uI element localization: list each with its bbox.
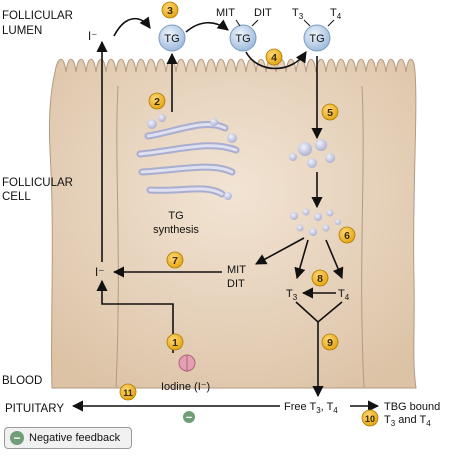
step-badge-6: 6 bbox=[338, 226, 356, 244]
lysosome-8 bbox=[335, 219, 341, 225]
cell-label-line2: CELL bbox=[2, 191, 31, 203]
iodide-to-tg-arrow bbox=[113, 16, 151, 37]
negative-feedback-symbol-text: − bbox=[186, 412, 192, 424]
t4-tick bbox=[327, 19, 335, 27]
lysosome-1 bbox=[290, 212, 298, 220]
tg-sphere-1-label: TG bbox=[164, 33, 179, 45]
tg-sphere-3 bbox=[303, 24, 331, 52]
step-badge-11: 11 bbox=[119, 383, 137, 401]
tg-sphere-3-label: TG bbox=[309, 33, 324, 45]
negative-feedback-symbol bbox=[183, 411, 195, 423]
iodine-label: Iodine (I⁻) bbox=[161, 381, 210, 393]
iodide-uptake-arrow bbox=[96, 279, 174, 353]
lysosome-6 bbox=[309, 228, 317, 236]
tg-sphere-2-label: TG bbox=[235, 33, 250, 45]
svg-text:9: 9 bbox=[327, 337, 333, 349]
step-badge-8: 8 bbox=[311, 269, 329, 287]
dit-tick bbox=[251, 19, 259, 27]
svg-text:1: 1 bbox=[172, 337, 178, 349]
lumen-label-line1: FOLLICULAR bbox=[2, 10, 73, 22]
lysosome-3 bbox=[314, 213, 322, 221]
to-mit-dit-arrow bbox=[255, 237, 305, 265]
lysosome-2 bbox=[302, 208, 310, 216]
blood-label: BLOOD bbox=[2, 375, 42, 387]
colloid-droplet-2 bbox=[315, 139, 327, 151]
iodide-lumen-label: I⁻ bbox=[88, 31, 97, 43]
cell-t4-label: T4 bbox=[338, 288, 350, 302]
negative-feedback-legend-label: Negative feedback bbox=[29, 432, 121, 444]
tg-synthesis-label-line2: synthesis bbox=[153, 224, 199, 236]
step-badge-4: 4 bbox=[265, 48, 283, 66]
follicular-cell-body bbox=[48, 58, 417, 389]
synthesis-vesicle-5 bbox=[224, 192, 232, 200]
lumen-mit-label: MIT bbox=[216, 7, 235, 19]
tg-sphere-2 bbox=[229, 24, 257, 52]
lumen-t3-label: T3 bbox=[292, 7, 304, 21]
pituitary-label: PITUITARY bbox=[5, 403, 64, 415]
cell-t3-label: T3 bbox=[286, 288, 298, 302]
lumen-t4-label: T4 bbox=[330, 7, 342, 21]
lysosome-5 bbox=[296, 224, 304, 232]
iodide-cell-label: I⁻ bbox=[95, 267, 104, 279]
step-badge-3: 3 bbox=[161, 1, 179, 19]
t3-tick bbox=[303, 19, 311, 27]
step-badge-2: 2 bbox=[148, 92, 166, 110]
step-badge-5: 5 bbox=[321, 103, 339, 121]
svg-text:3: 3 bbox=[167, 5, 173, 17]
to-t3-arrow bbox=[294, 239, 309, 280]
lysosome-7 bbox=[322, 224, 330, 232]
step-badge-7: 7 bbox=[166, 251, 184, 269]
negative-feedback-legend-icon: − bbox=[10, 431, 24, 445]
cell-boundary-right bbox=[361, 85, 365, 389]
synthesis-vesicle-4 bbox=[227, 133, 237, 143]
svg-text:10: 10 bbox=[365, 414, 375, 424]
cell-mit-label: MIT bbox=[227, 264, 246, 276]
to-t4-arrow bbox=[325, 239, 344, 280]
svg-text:11: 11 bbox=[123, 388, 133, 398]
negative-feedback-legend: − Negative feedback bbox=[4, 427, 132, 449]
tg-iodination-arrow bbox=[185, 19, 229, 33]
synthesis-vesicle-2 bbox=[158, 114, 166, 122]
svg-text:8: 8 bbox=[317, 273, 323, 285]
step-badge-9: 9 bbox=[321, 333, 339, 351]
colloid-droplet-3 bbox=[325, 153, 335, 163]
tg-sphere-1 bbox=[158, 24, 186, 52]
colloid-droplet-4 bbox=[289, 153, 297, 161]
step-badge-10: 10 bbox=[361, 409, 379, 427]
svg-text:7: 7 bbox=[172, 255, 178, 267]
synthesis-vesicle-1 bbox=[147, 119, 157, 129]
synthesis-vesicle-3 bbox=[210, 118, 218, 126]
tg-synthesis-apparatus bbox=[136, 121, 240, 198]
tbg-label-line1: TBG bound bbox=[384, 401, 440, 413]
free-t3-t4-label: Free T3, T4 bbox=[284, 401, 338, 415]
lumen-dit-label: DIT bbox=[254, 7, 272, 19]
tg-coupling-arrow bbox=[245, 51, 307, 70]
tg-synthesis-label-line1: TG bbox=[168, 210, 183, 222]
svg-text:2: 2 bbox=[154, 96, 160, 108]
lumen-label-line2: LUMEN bbox=[2, 25, 42, 37]
step-badge-1: 1 bbox=[166, 333, 184, 351]
svg-text:4: 4 bbox=[271, 52, 277, 64]
colloid-droplet-5 bbox=[307, 158, 317, 168]
svg-text:5: 5 bbox=[327, 107, 333, 119]
mit-tick bbox=[235, 19, 241, 27]
tbg-label-line2: T3 and T4 bbox=[384, 414, 431, 428]
cell-label-line1: FOLLICULAR bbox=[2, 177, 73, 189]
cell-boundary-left bbox=[115, 85, 119, 389]
cell-dit-label: DIT bbox=[227, 278, 245, 290]
colloid-droplet-1 bbox=[298, 142, 312, 156]
svg-text:6: 6 bbox=[344, 230, 350, 242]
lysosome-4 bbox=[326, 209, 334, 217]
